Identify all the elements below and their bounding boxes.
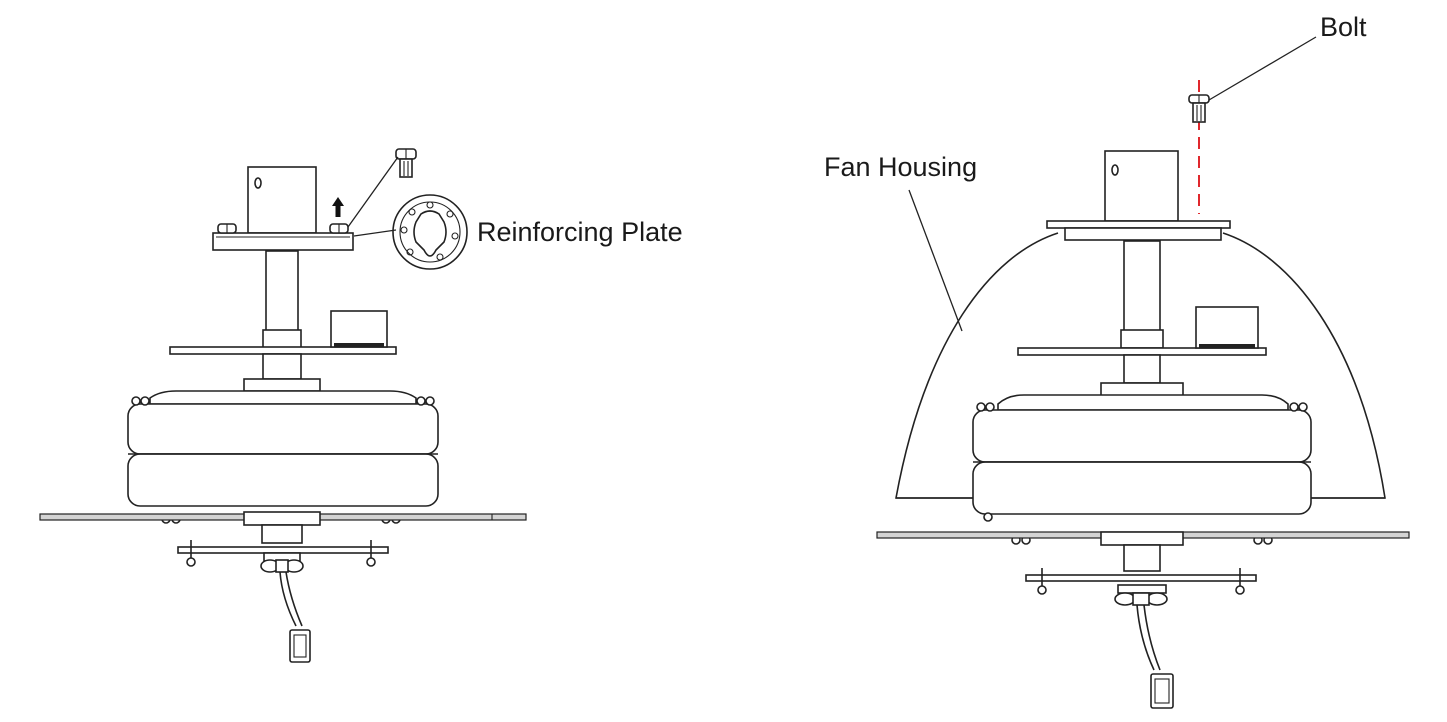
- reinforcing-plate-label: Reinforcing Plate: [477, 217, 683, 247]
- lift-arrow-icon: [332, 197, 344, 217]
- left-downrod: [265, 250, 299, 332]
- left-fan-assembly: [39, 148, 527, 663]
- left-plug-connector: [289, 629, 311, 663]
- right-plug-connector: [1150, 673, 1174, 709]
- reinforcing-plate-icon: [353, 194, 468, 270]
- bolt-label: Bolt: [1320, 12, 1367, 42]
- right-fan-assembly: [876, 80, 1410, 709]
- bolt-icon: [1188, 94, 1210, 123]
- fan-housing-label: Fan Housing: [824, 152, 977, 182]
- left-motor: [127, 390, 439, 524]
- right-motor: [972, 394, 1312, 545]
- left-screw-icon: [395, 148, 417, 178]
- left-mounting-bracket: [212, 166, 354, 251]
